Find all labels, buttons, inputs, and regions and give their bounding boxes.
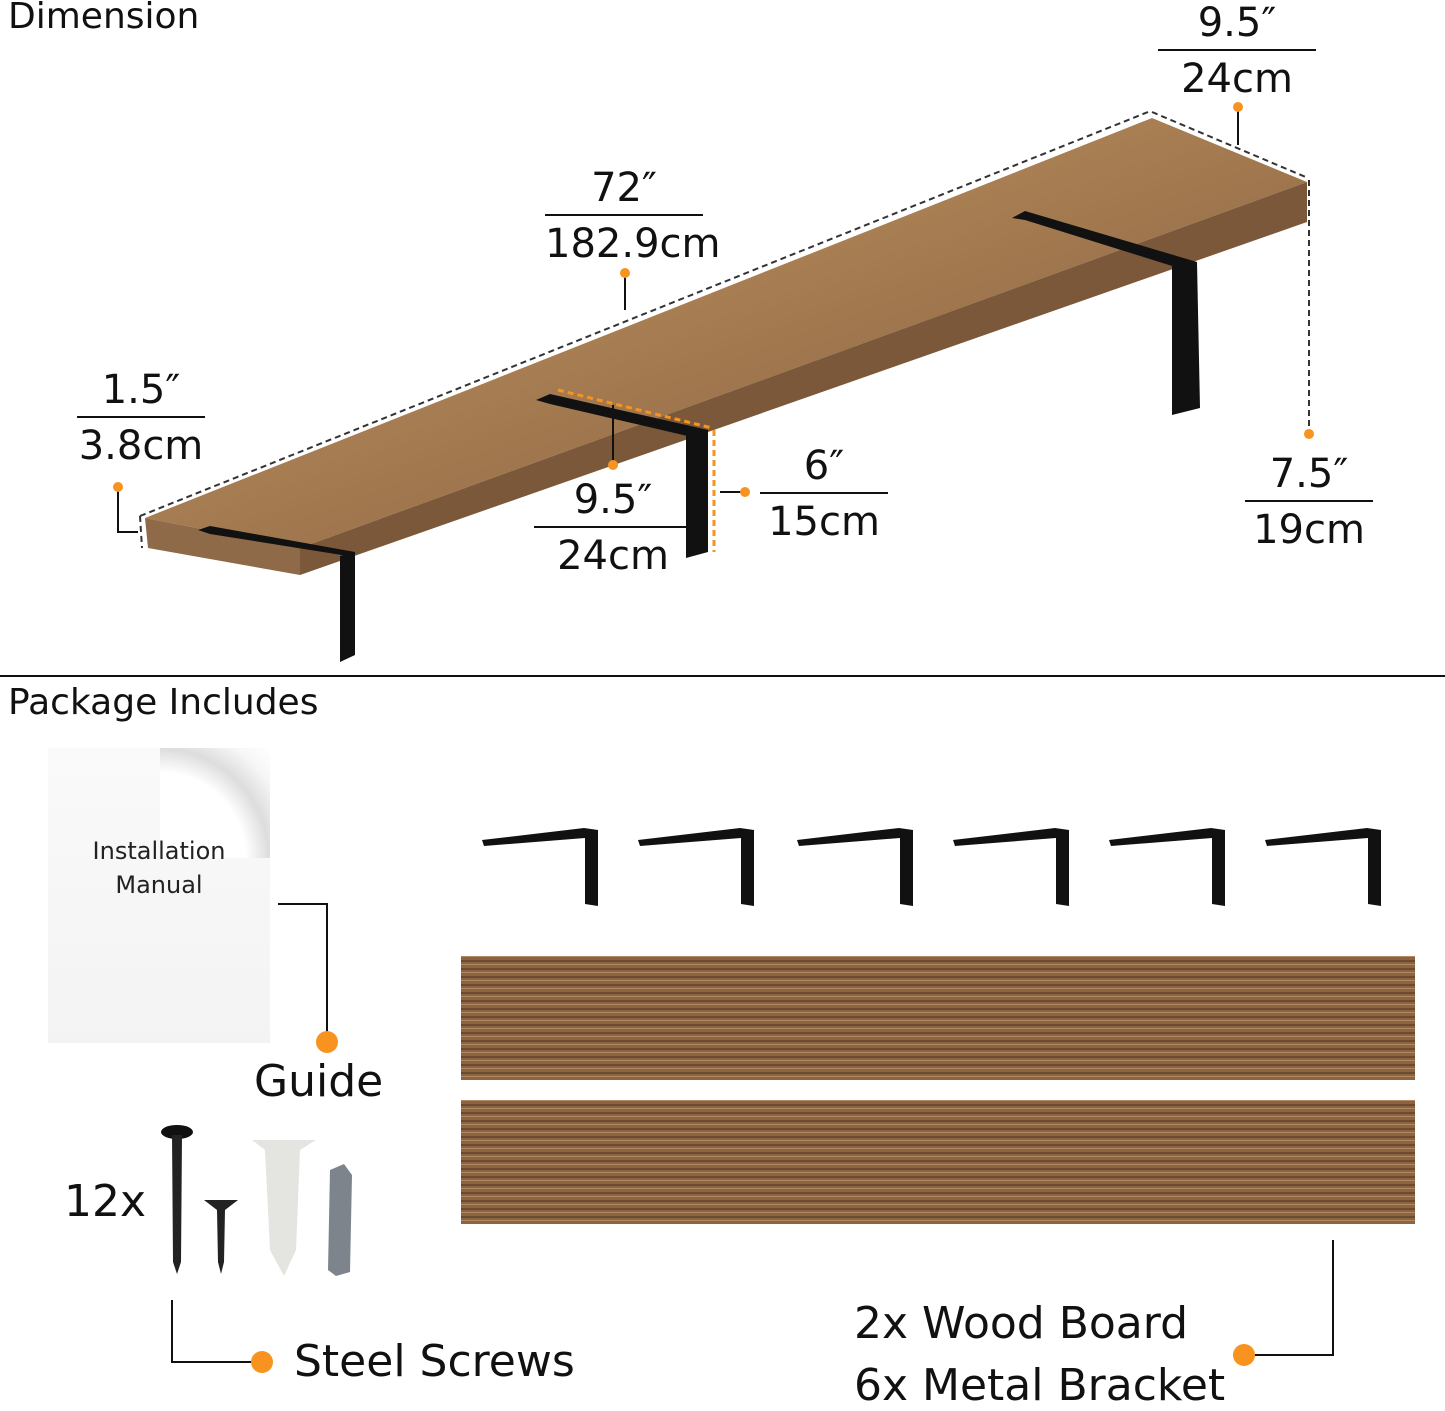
package-bracket bbox=[638, 828, 754, 906]
thickness-label: 1.5″ 3.8cm bbox=[77, 367, 205, 469]
dimension-title: Dimension bbox=[8, 0, 200, 37]
screws-count: 12x bbox=[64, 1176, 147, 1227]
guide-label: Guide bbox=[254, 1056, 384, 1107]
package-title: Package Includes bbox=[8, 682, 319, 723]
wood-board bbox=[461, 956, 1415, 1080]
boards-label: 2x Wood Board bbox=[854, 1298, 1189, 1349]
depth-right-label: 9.5″ 24cm bbox=[1158, 3, 1316, 99]
manual-title: Installation bbox=[92, 837, 226, 865]
screws-label: Steel Screws bbox=[294, 1336, 575, 1387]
installation-manual: Installation Manual bbox=[48, 748, 270, 1043]
shelf-front-face bbox=[300, 182, 1307, 575]
page-curl bbox=[160, 748, 270, 858]
bracket-height-label: 6″ 15cm bbox=[760, 446, 888, 542]
screws-illustration bbox=[161, 1125, 352, 1276]
bracket-depth-label: 9.5″ 24cm bbox=[534, 480, 692, 576]
package-bracket bbox=[797, 828, 913, 906]
bracket-length-label: 7.5″ 19cm bbox=[1245, 454, 1373, 550]
wood-board bbox=[461, 1100, 1415, 1224]
brackets-label: 6x Metal Bracket bbox=[854, 1360, 1226, 1411]
shelf-left-end bbox=[145, 518, 300, 575]
bracket-left bbox=[198, 526, 355, 662]
manual-subtitle: Manual bbox=[115, 871, 203, 899]
bracket-right bbox=[1012, 211, 1200, 415]
package-bracket bbox=[1265, 828, 1381, 906]
section-divider bbox=[0, 675, 1445, 677]
package-bracket bbox=[953, 828, 1069, 906]
package-bracket bbox=[482, 828, 598, 906]
length-label: 72″ 182.9cm bbox=[545, 165, 721, 267]
shelf-top-face bbox=[145, 118, 1307, 548]
package-bracket bbox=[1109, 828, 1225, 906]
package-brackets bbox=[482, 828, 1381, 906]
